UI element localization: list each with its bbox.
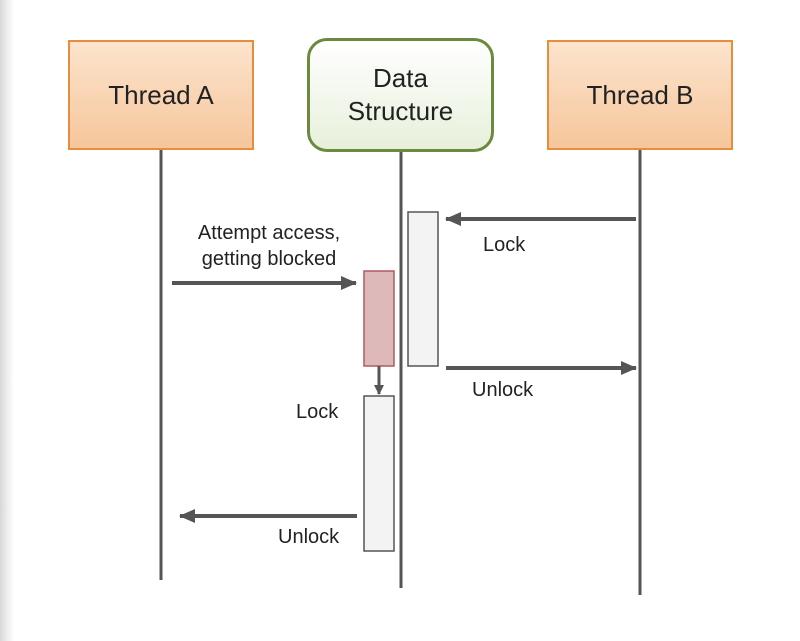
thread-a-unlock-label: Unlock: [278, 526, 340, 548]
thread-a-lock-label: Lock: [296, 401, 339, 423]
thread-a-activation: [363, 395, 395, 552]
attempt-access-label: Attempt access, getting blocked: [197, 222, 341, 270]
data-structure-label: Data Structure: [347, 63, 454, 126]
blocked-activation: [363, 270, 395, 367]
thread-b-unlock-label: Unlock: [472, 379, 534, 401]
thread-b-label: Thread B: [586, 79, 694, 110]
thread-a-label: Thread A: [108, 79, 214, 110]
thread-a-box: Thread A: [68, 40, 254, 150]
thread-b-box: Thread B: [547, 40, 733, 150]
thread-b-lock-label: Lock: [483, 234, 526, 256]
data-structure-box: Data Structure: [307, 38, 494, 152]
thread-b-activation: [407, 211, 439, 367]
window-edge-shadow: [0, 0, 14, 641]
